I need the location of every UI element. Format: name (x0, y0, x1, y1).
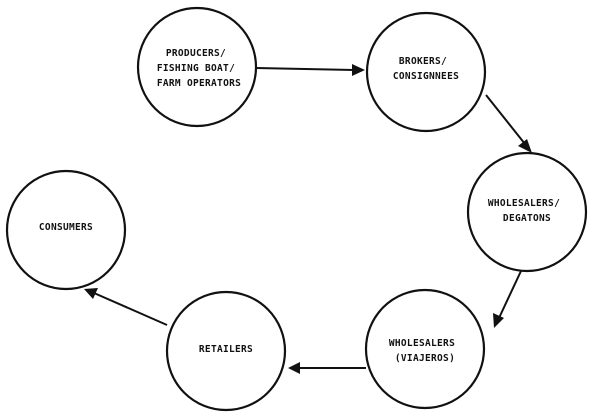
svg-text:WHOLESALERS/ DEGATONS: WHOLESALERS/ DEGATONS (488, 198, 566, 224)
node-retailers: RETAILERS (165, 290, 287, 412)
edge-wholesalers-degatons-to-wholesalers-viajeros (493, 270, 522, 328)
svg-text:WHOLESALERS (VIAJEROS): WHOLESALERS (VIAJEROS) (389, 338, 461, 364)
node-brokers: BROKERS/ CONSIGNNEES (365, 11, 487, 133)
node-producers: PRODUCERS/ FISHING BOAT/ FARM OPERATORS (136, 6, 258, 128)
node-consumers-line-1: CONSUMERS (39, 222, 93, 233)
edge-wholesalers-viajeros-to-retailers (288, 362, 366, 374)
edge-producers-to-brokers (255, 64, 365, 76)
node-wholesalers-viajeros-line-2: (VIAJEROS) (395, 353, 455, 364)
node-wholesalers-degatons: WHOLESALERS/ DEGATONS (466, 151, 588, 273)
node-brokers-line-2: CONSIGNNEES (393, 71, 459, 82)
node-brokers-line-1: BROKERS/ (399, 56, 447, 67)
node-wholesalers-degatons-line-1: WHOLESALERS/ (488, 198, 560, 209)
edge-retailers-to-consumers (84, 288, 168, 326)
node-wholesalers-viajeros: WHOLESALERS (VIAJEROS) (364, 288, 486, 410)
svg-text:PRODUCERS/ FISHING BOAT/: PRODUCERS/ FISHING BOAT/ FARM OPERATORS (157, 48, 241, 89)
node-producers-line-1: PRODUCERS/ (166, 48, 226, 59)
svg-text:CONSUMERS: CONSUMERS (39, 222, 93, 233)
node-producers-line-2: FISHING BOAT/ (157, 63, 235, 74)
svg-text:RETAILERS: RETAILERS (199, 344, 253, 355)
node-consumers: CONSUMERS (5, 169, 127, 291)
svg-text:BROKERS/ CONSIGNNEES: BROKERS/ CONSIGNNEES (393, 56, 459, 82)
node-wholesalers-degatons-line-2: DEGATONS (503, 213, 551, 224)
node-producers-line-3: FARM OPERATORS (157, 78, 241, 89)
edge-brokers-to-wholesalers-degatons (485, 94, 532, 153)
node-wholesalers-viajeros-line-1: WHOLESALERS (389, 338, 455, 349)
node-retailers-line-1: RETAILERS (199, 344, 253, 355)
